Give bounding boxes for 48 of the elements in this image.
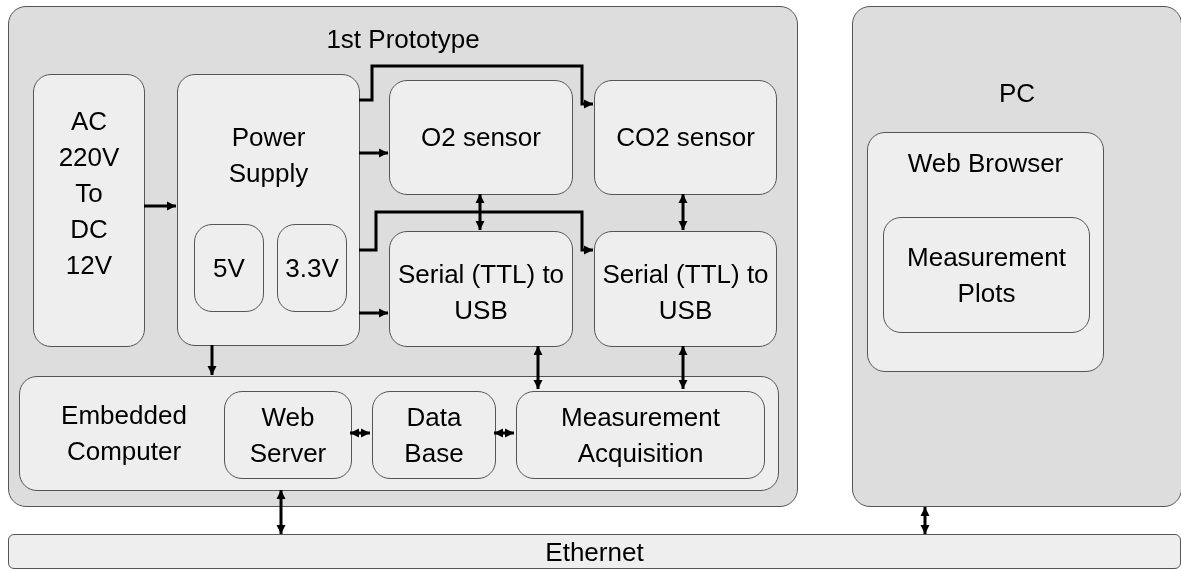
computer-panel xyxy=(19,376,779,491)
software-box xyxy=(516,391,765,479)
arrow xyxy=(359,148,388,158)
arrow xyxy=(276,490,286,534)
arrow xyxy=(359,64,593,109)
plot-box xyxy=(883,217,1090,333)
arrow xyxy=(350,428,370,438)
arrow xyxy=(207,345,217,375)
software-box xyxy=(372,391,496,479)
node-label: Data Base xyxy=(403,401,465,470)
converter-box xyxy=(389,231,573,347)
browser-box xyxy=(867,132,1104,372)
converter-box xyxy=(594,231,777,347)
sensor-box xyxy=(594,80,777,195)
node-label: Web Browser xyxy=(906,147,1065,180)
node-label: Serial (TTL) to USB xyxy=(396,258,566,327)
arrow xyxy=(144,201,176,211)
node-label: PC xyxy=(997,77,1037,110)
arrow xyxy=(359,308,388,318)
node-label: O2 sensor xyxy=(420,121,542,154)
node-label: 1st Prototype xyxy=(325,23,481,56)
power-supply-box xyxy=(177,74,360,346)
voltage-box xyxy=(277,224,347,312)
node-label: Power Supply xyxy=(227,121,310,190)
node-label: Embedded Computer xyxy=(60,399,188,468)
node-label: 5V xyxy=(212,252,246,285)
node-label: Measurement Plots xyxy=(906,241,1067,310)
arrow xyxy=(678,346,688,389)
arrow xyxy=(359,210,593,255)
software-box xyxy=(224,391,352,479)
node-label: CO2 sensor xyxy=(615,121,756,154)
pc-panel xyxy=(852,6,1181,507)
node-label: Measurement Acquisition xyxy=(560,401,721,470)
node-label: AC 220V To DC 12V xyxy=(57,105,121,282)
sensor-box xyxy=(389,80,573,195)
arrow xyxy=(494,428,514,438)
bus-bar xyxy=(8,534,1181,569)
node-label: Ethernet xyxy=(544,535,645,568)
converter-box xyxy=(33,74,145,347)
node-label: Serial (TTL) to USB xyxy=(601,258,770,327)
arrow xyxy=(533,346,543,389)
node-label: 3.3V xyxy=(284,252,340,285)
arrow xyxy=(678,194,688,230)
node-label: Web Server xyxy=(248,401,328,470)
voltage-box xyxy=(194,224,264,312)
arrow xyxy=(920,507,930,534)
arrow xyxy=(475,194,485,230)
group-panel xyxy=(8,6,798,507)
